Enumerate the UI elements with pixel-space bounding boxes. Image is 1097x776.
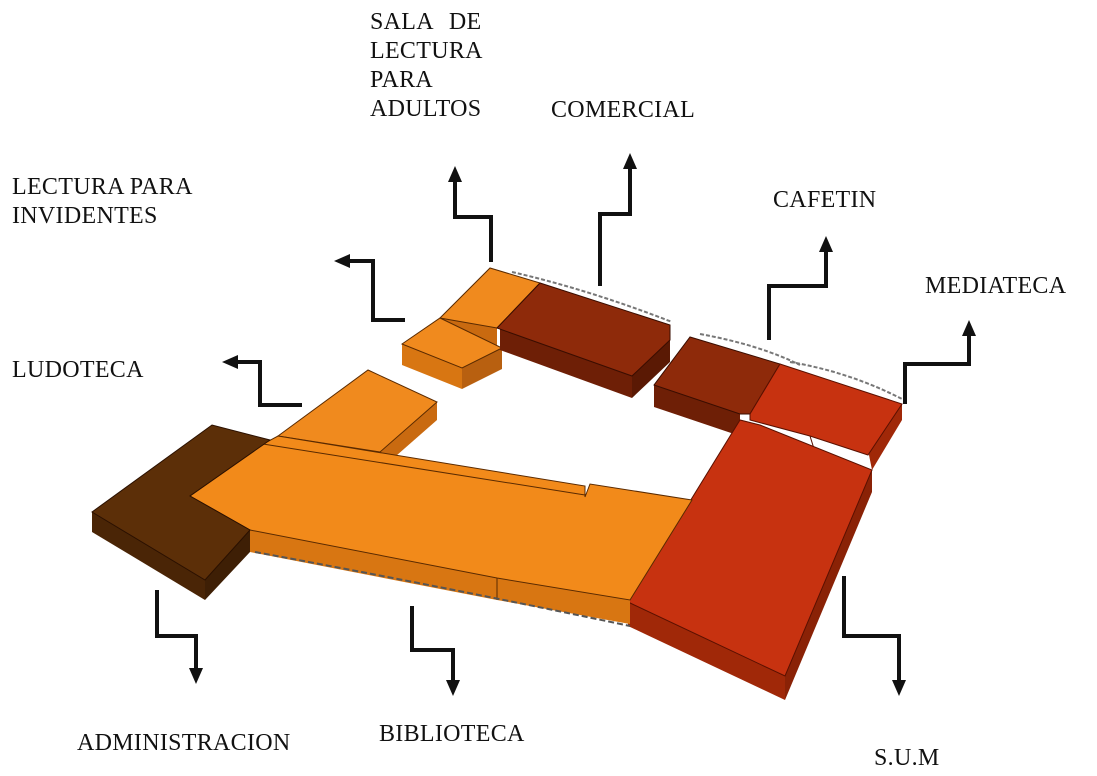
block-admin-side [205,530,250,600]
block-biblioteca-top [189,435,693,601]
arrow-ludoteca [222,355,302,407]
arrow-sum [842,576,906,696]
arrow-cafetin [767,236,833,340]
block-biblioteca-base-detail [254,551,631,627]
label-lectura-line-1: LECTURA PARA [12,174,193,200]
block-comercial-top [496,282,671,377]
block-ludoteca-side [380,402,437,470]
label-ludoteca: LUDOTECA [12,357,144,383]
label-sala-line-4: ADULTOS [370,96,482,122]
label-lectura-invidentes: LECTURA PARA INVIDENTES [12,173,193,231]
block-biblioteca-front [250,530,497,600]
label-biblioteca: BIBLIOTECA [379,721,525,747]
block-mediateca-side [868,404,902,470]
block-biblioteca [189,435,693,627]
arrow-lectura-invidentes [334,254,405,322]
arrow-administracion [155,590,203,684]
block-biblioteca-front-2 [497,578,630,624]
label-mediateca: MEDIATECA [925,273,1067,299]
block-annex-front [402,344,462,389]
block-mediateca-top [749,363,903,456]
block-sum [627,419,873,700]
block-admin-front [92,512,205,600]
block-cafetin-roof-detail [699,333,801,366]
label-comercial: COMERCIAL [551,97,696,123]
block-comercial-side [632,340,670,398]
block-mediateca-roof-detail [789,361,905,401]
arrow-biblioteca [410,606,460,696]
block-sum-top [627,419,873,677]
block-administracion [91,424,272,600]
block-biblioteca-edge [262,443,586,496]
label-sala-line-3: PARA [370,67,434,93]
label-sala-line-2: LECTURA [370,38,483,64]
block-comercial [496,271,673,398]
block-sala-annex [400,317,504,389]
label-sum: S.U.M [874,745,940,771]
block-cafetin-front [654,385,740,436]
block-annex-side [462,348,502,389]
block-admin-top [91,424,272,581]
label-lectura-line-2: INVIDENTES [12,203,158,229]
block-sum-side [785,470,872,700]
block-cafetin [653,333,801,436]
arrow-mediateca [903,320,976,404]
label-sala-lectura-adultos: SALA DE LECTURA PARA ADULTOS [370,8,483,124]
block-sum-front [628,602,785,700]
block-comercial-roof-detail [511,271,673,323]
label-sala-line-1: SALA DE [370,9,482,35]
label-administracion: ADMINISTRACION [77,730,291,756]
arrow-sala-lectura [448,166,493,262]
block-comercial-front [500,328,632,398]
block-mediateca [749,361,905,470]
label-cafetin: CAFETIN [773,187,877,213]
arrow-comercial [598,153,637,286]
